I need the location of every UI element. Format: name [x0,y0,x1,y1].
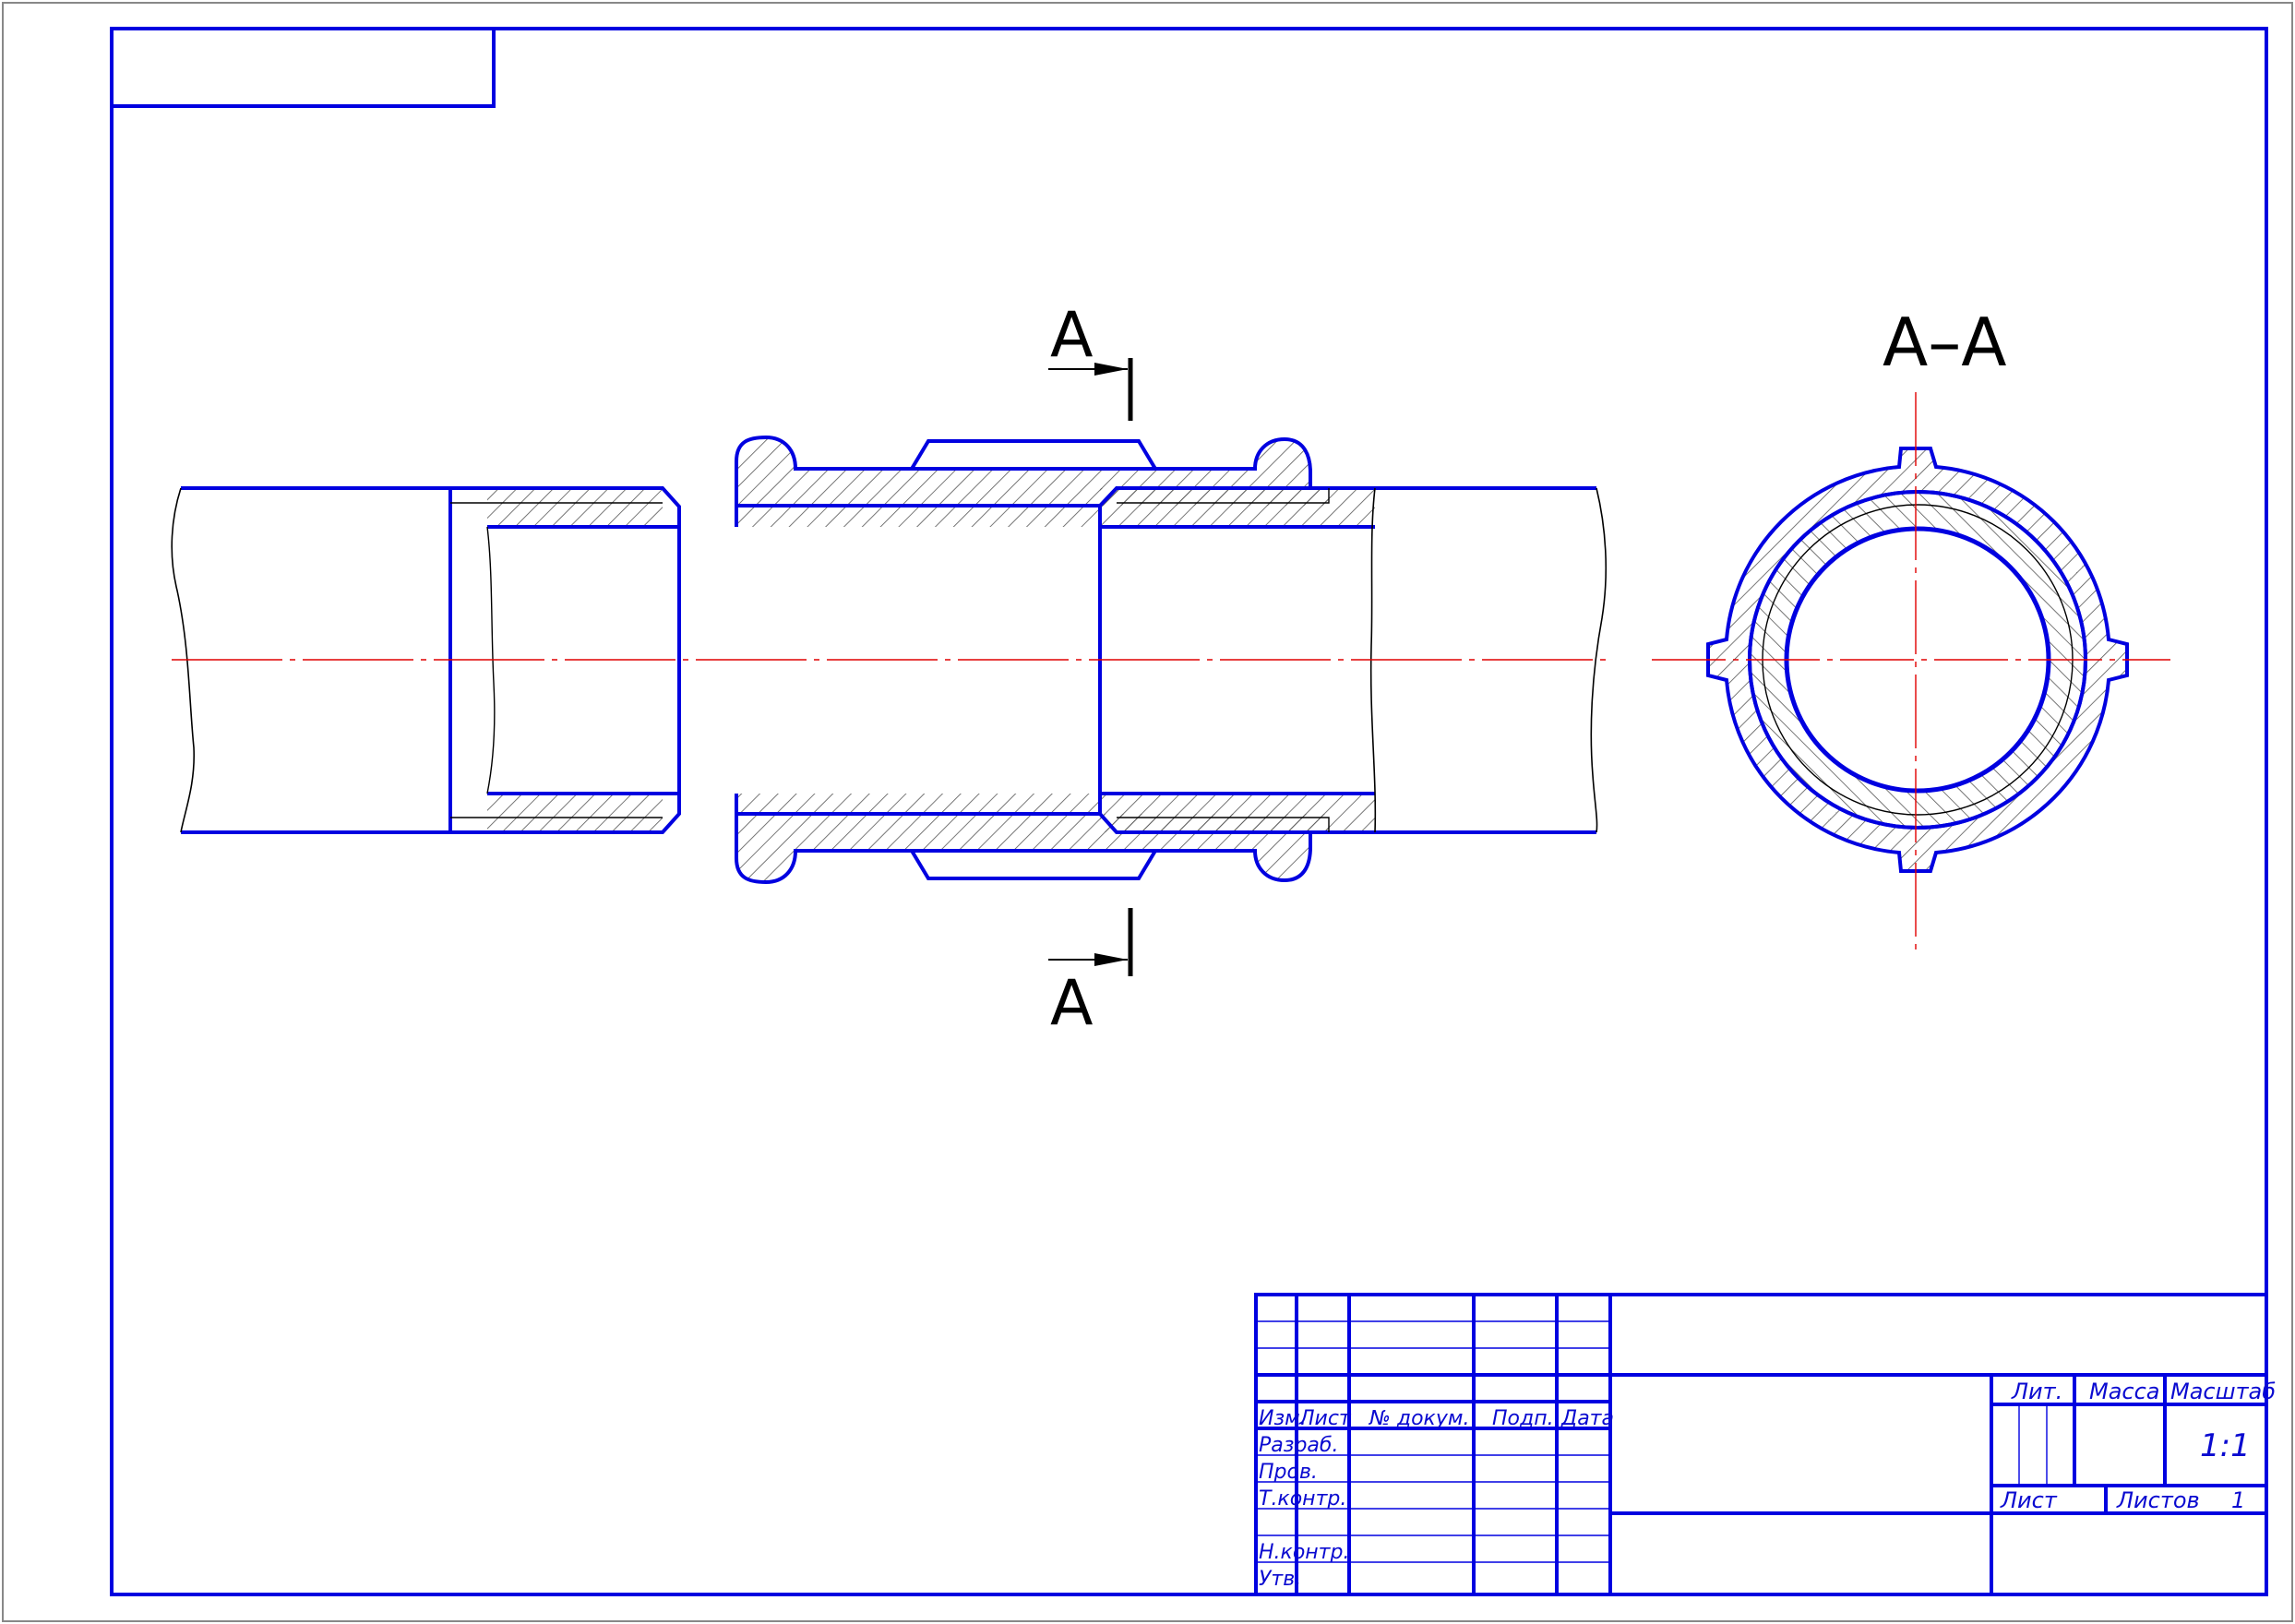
right-thread-root-top [1117,488,1330,504]
left-pipe [171,486,681,834]
top-left-stamp-box [110,27,496,108]
tb-role-razrab: Разраб. [1259,1434,1338,1457]
tb-mass-label: Масса [2089,1379,2160,1404]
left-thread-top-section [487,488,663,527]
tb-lit-label: Лит. [2011,1379,2062,1404]
tb-sheet-label: Лист [2000,1487,2058,1513]
tb-role-nkontr: Н.контр. [1259,1541,1349,1564]
section-bore-circle [1784,526,2051,794]
left-thread-runout [486,526,496,794]
cut-letter-bottom: A [1050,967,1094,1040]
tb-header-izm: Изм. [1259,1407,1307,1430]
title-block [1254,1293,2268,1596]
right-thread-bottom-section [1100,794,1375,832]
left-thread-bottom-section [487,794,663,832]
section-cut-top: A [1048,299,1133,421]
right-thread-runout [1369,487,1377,833]
main-view [171,435,1613,885]
section-title: A–A [1883,304,2007,381]
section-cut-bottom: A [1048,908,1133,1040]
tb-scale-value: 1:1 [2200,1427,2251,1464]
tb-sheets-value: 1 [2231,1487,2245,1513]
tb-header-doc-no: № докум. [1369,1407,1469,1430]
right-thread-top-section [1100,488,1375,527]
tb-header-date: Дата [1560,1407,1614,1430]
tb-header-sign: Подп. [1492,1407,1554,1430]
coupling-bottom-hex [910,849,1157,880]
right-pipe-break-line [1590,487,1608,833]
title-block-outer [1254,1293,2268,1596]
tb-sheets-label: Листов [2116,1487,2200,1513]
tb-scale-label: Масштаб [2170,1379,2276,1404]
right-pipe [1098,486,1608,834]
section-view-aa: A–A [1652,304,2170,954]
tb-role-utv: Утв. [1259,1568,1301,1591]
left-pipe-break-line [171,487,196,833]
cut-letter-top: A [1050,299,1094,372]
title-block-labels: Изм. Лист № докум. Подп. Дата Разраб. Пр… [1259,1379,2276,1591]
tb-header-list: Лист [1298,1407,1352,1430]
tb-role-prov: Пров. [1259,1461,1318,1484]
coupling-bottom-outline [735,794,1312,885]
drawing-frame [110,27,2268,1596]
right-thread-root-bottom [1117,817,1330,832]
coupling-top-hex [910,439,1157,471]
coupling-top-outline [735,435,1312,527]
cut-arrow-bottom-head [1094,953,1128,966]
cut-arrow-top-head [1094,363,1128,376]
tb-role-tkontr: Т.контр. [1259,1487,1346,1511]
